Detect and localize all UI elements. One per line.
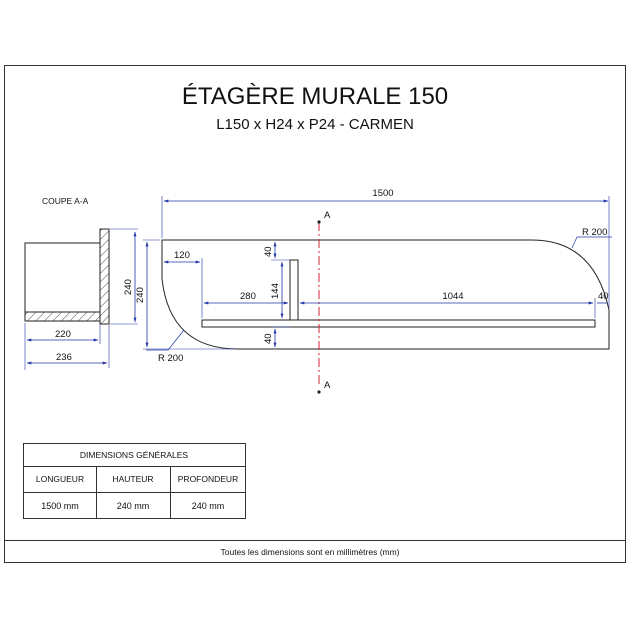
radius-bottom-label: R 200 <box>158 353 183 364</box>
section-depth-inner-label: 220 <box>55 329 71 340</box>
page-frame <box>4 65 626 563</box>
radius-top-label: R 200 <box>582 227 607 238</box>
section-body <box>24 242 101 313</box>
slot-height-label: 144 <box>270 283 281 299</box>
page-title: ÉTAGÈRE MURALE 150 <box>182 83 448 110</box>
section-marker-bottom: A <box>324 380 331 391</box>
shelf-outline <box>161 239 610 350</box>
section-height-label: 240 <box>123 279 134 295</box>
section-label: COUPE A-A <box>42 196 89 206</box>
table-header-height: HAUTEUR <box>112 474 153 484</box>
length-dim-label: 1500 <box>372 188 393 199</box>
section-marker-top: A <box>324 210 331 221</box>
height-dim-label: 240 <box>135 287 146 303</box>
footer-note: Toutes les dimensions sont en millimètre… <box>220 547 399 557</box>
section-wall-plate <box>99 228 110 325</box>
table-value-length: 1500 mm <box>41 501 79 511</box>
gap-bottom-label: 40 <box>263 333 274 344</box>
table-value-depth: 240 mm <box>192 501 225 511</box>
gap-top-label: 40 <box>263 246 274 257</box>
section-depth-total-label: 236 <box>56 352 72 363</box>
dimensions-table: DIMENSIONS GÉNÉRALES LONGUEUR HAUTEUR PR… <box>23 443 246 519</box>
table-title: DIMENSIONS GÉNÉRALES <box>80 450 188 460</box>
offset-left-label: 120 <box>174 250 190 261</box>
table-value-height: 240 mm <box>117 501 150 511</box>
vertical-divider <box>289 259 299 321</box>
section-view: COUPE A-A 240 220 236 <box>24 196 138 370</box>
slot-offset-label: 280 <box>240 291 256 302</box>
table-header-length: LONGUEUR <box>36 474 84 484</box>
horizontal-shelf-slot <box>201 319 596 328</box>
end-gap-label: 40 <box>598 291 609 302</box>
section-shelf <box>24 311 101 322</box>
table-header-depth: PROFONDEUR <box>178 474 238 484</box>
slot-length-label: 1044 <box>442 291 463 302</box>
page-subtitle: L150 x H24 x P24 - CARMEN <box>216 116 414 133</box>
front-view: A A 1500 R 200 240 120 40 144 280 10 <box>135 188 612 394</box>
